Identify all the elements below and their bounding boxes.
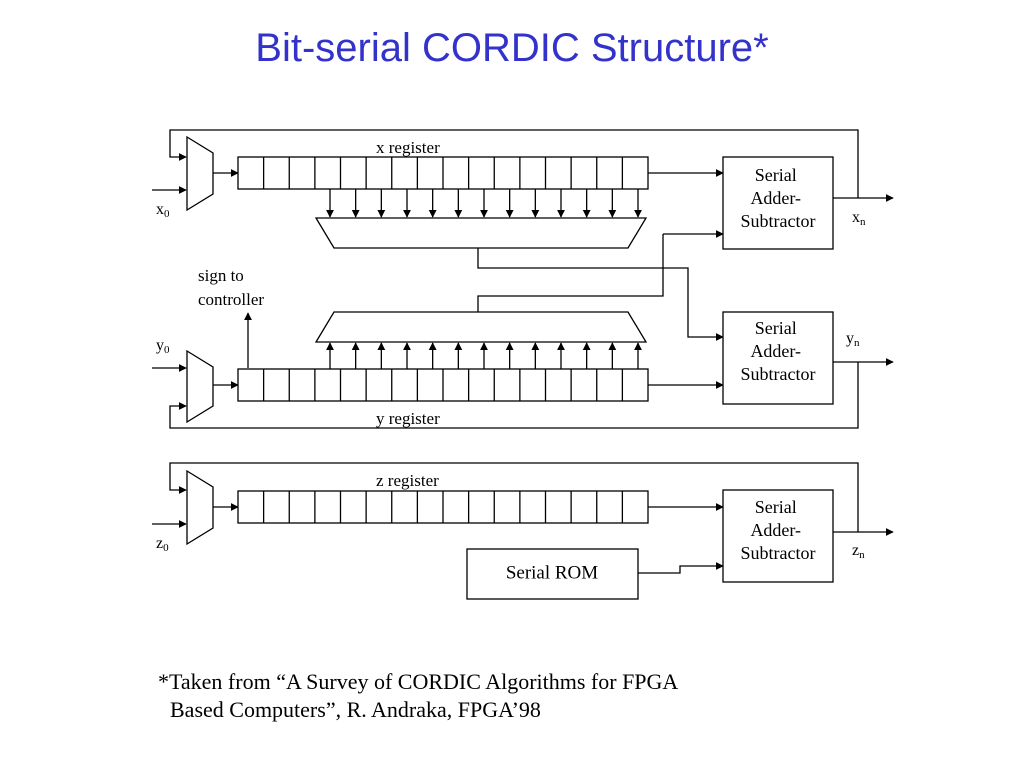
x-shifter xyxy=(314,217,648,249)
z-adder-subtractor xyxy=(722,489,834,583)
x-feedback-wire xyxy=(169,129,859,198)
sign-to-controller-label: sign to controller xyxy=(198,266,264,309)
xn-subscript: n xyxy=(860,216,866,228)
z0-label: z0 xyxy=(156,535,169,554)
z-mux xyxy=(186,469,214,546)
x0-subscript: 0 xyxy=(164,208,170,220)
y-shifter xyxy=(314,311,648,343)
x-register-label: x register xyxy=(376,138,440,157)
y-shifter-taps xyxy=(326,342,642,369)
rom-to-z-adder-wire xyxy=(638,562,724,574)
zn-label: zn xyxy=(852,542,865,561)
x0-label: x0 xyxy=(156,201,170,220)
x-channel: x register Serial Adder- Subtractor x0 x… xyxy=(152,129,894,341)
z-adder-label: Serial Adder- Subtractor xyxy=(741,497,816,563)
z-adder-line3: Subtractor xyxy=(741,543,816,563)
y-mux xyxy=(186,349,214,424)
z-adder-line1: Serial xyxy=(755,497,797,517)
z-register-label: z register xyxy=(376,471,439,490)
y-channel: sign to controller y0 y register Serial … xyxy=(152,234,894,429)
x-mux xyxy=(186,135,214,212)
z0-subscript: 0 xyxy=(163,542,169,554)
y-register-label: y register xyxy=(376,409,440,428)
slide-title: Bit-serial CORDIC Structure* xyxy=(255,26,769,70)
citation: *Taken from “A Survey of CORDIC Algorith… xyxy=(158,668,678,724)
serial-rom-label: Serial ROM xyxy=(506,562,598,583)
x-shifter-out-wire xyxy=(477,248,724,341)
z-channel: z register Serial Adder- Subtractor z0 z… xyxy=(152,462,894,600)
y-shifter-in-wire xyxy=(477,234,664,312)
y-feedback-wire xyxy=(169,362,859,429)
citation-line2: Based Computers”, R. Andraka, FPGA’98 xyxy=(170,697,541,722)
y0-label: y0 xyxy=(156,337,170,356)
yn-subscript: n xyxy=(854,337,860,349)
sign-label-line1: sign to xyxy=(198,266,244,285)
sign-label-line2: controller xyxy=(198,290,264,309)
xn-label: xn xyxy=(852,209,866,228)
z-adder-line2: Adder- xyxy=(750,520,801,540)
x-adder-subtractor xyxy=(722,156,834,250)
serial-rom xyxy=(466,548,639,600)
x-shifter-taps xyxy=(326,189,642,218)
y-adder-label: Serial Adder- Subtractor xyxy=(741,318,816,384)
yn-label: yn xyxy=(846,330,860,349)
x-adder-label: Serial Adder- Subtractor xyxy=(741,165,816,231)
z-register-cells xyxy=(262,491,624,523)
x-register-cells xyxy=(262,157,624,189)
y-register-cells xyxy=(262,369,624,401)
y0-subscript: 0 xyxy=(164,344,170,356)
z-feedback-wire xyxy=(169,462,859,532)
y-adder-subtractor xyxy=(722,311,834,405)
y-adder-line2: Adder- xyxy=(750,341,801,361)
x-adder-line3: Subtractor xyxy=(741,211,816,231)
x-adder-line1: Serial xyxy=(755,165,797,185)
y-adder-line3: Subtractor xyxy=(741,364,816,384)
y-adder-line1: Serial xyxy=(755,318,797,338)
x-adder-line2: Adder- xyxy=(750,188,801,208)
citation-line1: *Taken from “A Survey of CORDIC Algorith… xyxy=(158,669,679,694)
zn-subscript: n xyxy=(859,549,865,561)
